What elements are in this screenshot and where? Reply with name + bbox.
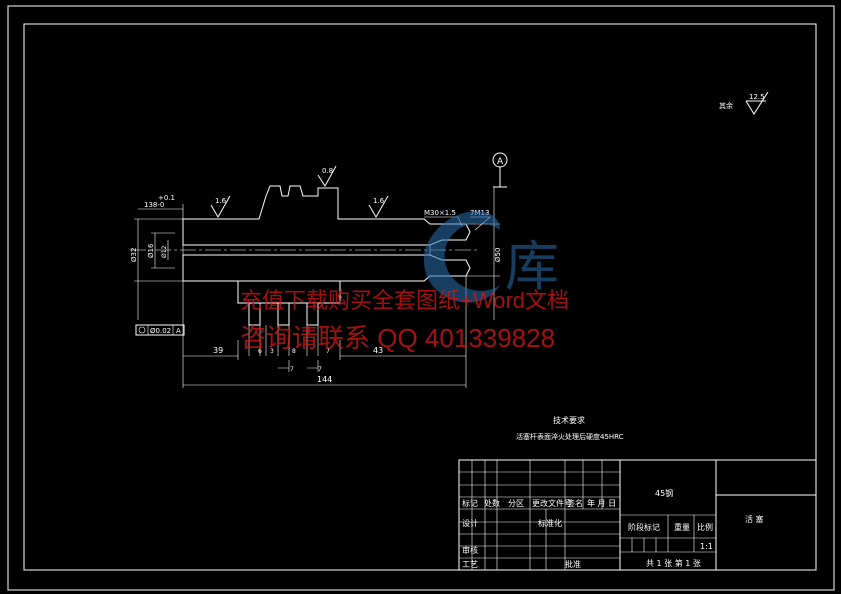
tb-scale-value: 1:1 [700,542,713,551]
svg-text:7: 7 [318,366,322,373]
roughness-remaining-symbol: 其余 12.5 [719,91,769,115]
tb-review: 审核 [462,545,478,555]
svg-text:39: 39 [213,346,223,355]
roughness-remaining-label: 其余 [719,101,733,110]
thread-note: M30×1.5 [424,209,456,217]
tb-date: 年 月 日 [587,498,616,508]
outer-border [7,5,835,591]
tech-req-text: 活塞杆表面淬火处理后硬度45HRC [516,432,624,441]
svg-text:8: 8 [292,348,296,355]
tech-req-title: 技术要求 [553,415,585,425]
svg-text:A: A [176,327,181,335]
tb-process: 工艺 [462,560,478,569]
roughness-symbol-1: 1.6 [210,195,231,218]
datum-a-label: A [497,157,504,167]
svg-text:+0.1: +0.1 [158,194,175,202]
svg-text:6: 6 [258,348,262,355]
roughness-symbol-2: 0.8 [317,165,337,187]
tb-material: 45钢 [655,488,673,498]
tb-docno: 更改文件号 [532,498,572,508]
title-block: 标记 处数 分区 更改文件号 签名 年 月 日 设计 标准化 阶段标记 重量 比… [458,459,817,571]
svg-text:Ø32: Ø32 [130,248,138,262]
left-dimensions: +0.1 138-0 Ø32 Ø16 Ø12 [130,194,184,320]
svg-text:138-0: 138-0 [144,201,164,209]
tb-approve: 批准 [565,559,581,569]
watermark-text-line-2: 咨询请联系 QQ 401339828 [240,323,556,353]
tb-zone: 分区 [508,499,524,508]
tb-part-name: 活 塞 [745,514,764,524]
svg-text:3: 3 [270,348,274,355]
tb-mark: 标记 [462,498,478,508]
inner-border [23,23,817,571]
roughness-remaining-value: 12.5 [749,93,765,101]
datum-a-marker: A [492,152,508,188]
svg-text:1.6: 1.6 [215,197,227,205]
svg-text:Ø0.02: Ø0.02 [150,327,171,335]
watermark-logo-char: 库 [505,235,559,298]
tb-sign: 签名 [567,498,583,508]
tb-stage: 阶段标记 [628,522,660,532]
runout-frame: Ø0.02 A [135,324,185,336]
svg-text:Ø16: Ø16 [147,243,155,258]
tb-sheets: 共 1 张 第 1 张 [646,558,701,568]
svg-text:1.6: 1.6 [373,197,385,205]
tb-weight: 重量 [674,522,690,532]
watermark-logo: 库 [423,211,559,303]
svg-text:Ø12: Ø12 [161,245,168,258]
svg-text:Ø50: Ø50 [494,248,502,262]
tb-scale: 比例 [697,522,713,532]
tb-std: 标准化 [538,518,562,528]
roughness-symbol-3: 1.6 [368,195,389,218]
svg-text:0.8: 0.8 [322,167,333,175]
svg-text:7: 7 [290,366,294,373]
tb-count: 处数 [484,498,500,508]
svg-text:43: 43 [373,346,383,355]
svg-text:7: 7 [326,348,330,355]
tb-design: 设计 [462,518,478,528]
svg-text:144: 144 [317,375,332,384]
watermark-text-line-1: 充值下载购买全套图纸+Word文档 [240,288,570,313]
